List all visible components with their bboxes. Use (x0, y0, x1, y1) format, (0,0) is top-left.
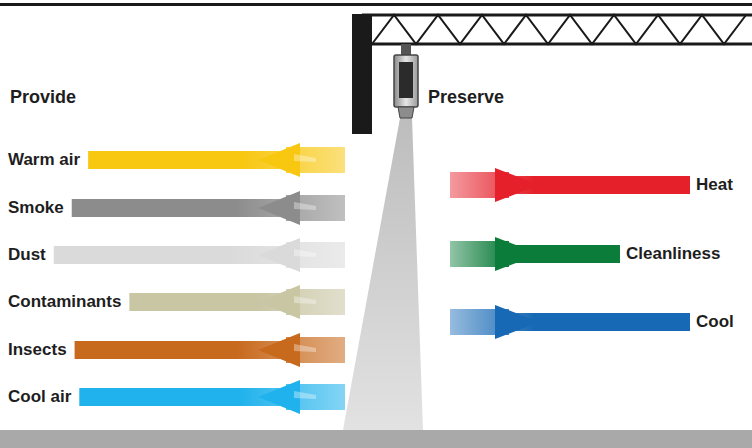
flow-arrow-shaft (54, 242, 345, 268)
arrow-highlight (294, 154, 316, 162)
flow-label: Insects (8, 341, 67, 360)
top-line (0, 3, 752, 6)
flow-label: Contaminants (8, 293, 121, 312)
flow-arrow-head (258, 380, 300, 414)
arrow-highlight (294, 344, 316, 352)
floor (0, 430, 752, 448)
arrow-highlight (294, 296, 316, 304)
flow-arrow-head (258, 285, 300, 319)
truss-web (372, 15, 746, 44)
flow-arrow-shaft (450, 172, 690, 198)
flow-arrow-head (258, 238, 300, 272)
flow-label: Dust (8, 246, 46, 265)
flow-label: Cleanliness (626, 245, 721, 264)
unit-nozzle (398, 107, 414, 118)
column-heading: Provide (10, 88, 76, 108)
flow-arrow-shaft (72, 195, 345, 221)
flow-label: Warm air (8, 151, 80, 170)
flow-arrow-head (258, 333, 300, 367)
flow-arrow-head (495, 168, 540, 202)
air-curtain-unit (394, 55, 418, 107)
flow-label: Cool (696, 313, 734, 332)
wall (352, 14, 372, 134)
flow-arrow-shaft (79, 384, 345, 410)
column-heading: Preserve (428, 88, 504, 108)
truss-chord (362, 43, 752, 46)
arrow-highlight (294, 391, 316, 399)
unit-panel (399, 62, 413, 98)
flow-arrow-shaft (75, 337, 345, 363)
flow-arrow-head (258, 191, 300, 225)
arrow-highlight (294, 249, 316, 257)
air-stream-cone (343, 118, 423, 430)
truss-web-line (372, 15, 746, 44)
truss-chord (362, 14, 752, 17)
flow-arrow-shaft (129, 289, 345, 315)
flow-arrow-head (495, 305, 540, 339)
flow-arrow-head (495, 237, 540, 271)
unit-hanger (401, 44, 411, 56)
flow-label: Heat (696, 176, 733, 195)
flow-label: Cool air (8, 388, 71, 407)
arrow-highlight (294, 202, 316, 210)
flow-arrow-shaft (88, 147, 345, 173)
flow-arrow-shaft (450, 309, 690, 335)
flow-arrow-head (258, 143, 300, 177)
flow-label: Smoke (8, 199, 64, 218)
